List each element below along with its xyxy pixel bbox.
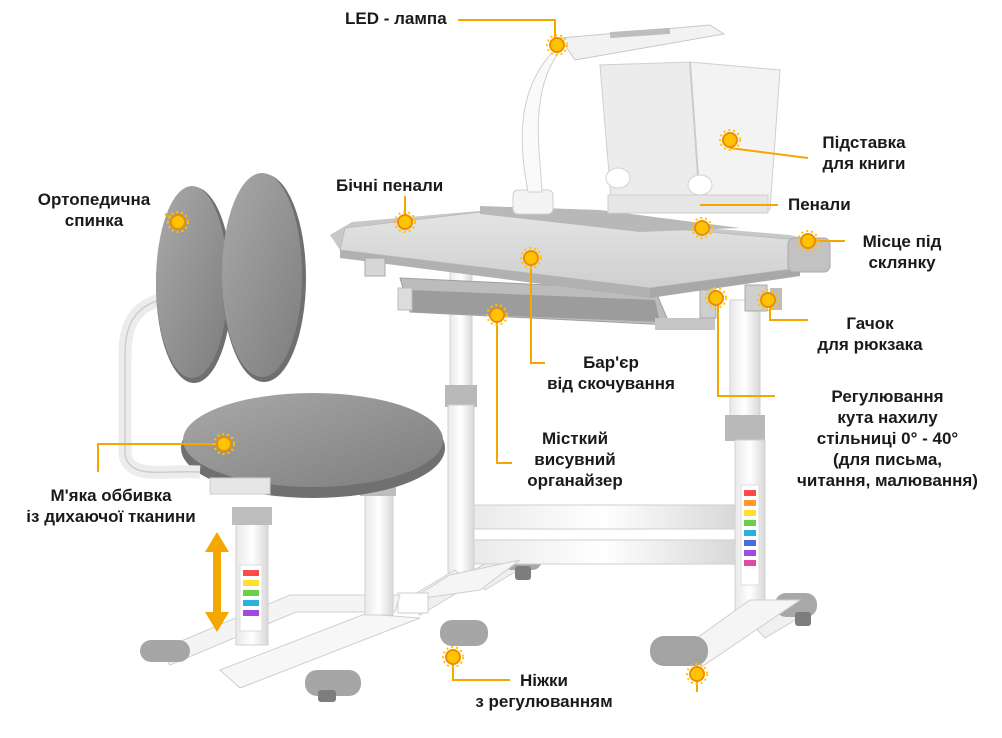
label-line: спинка xyxy=(64,211,124,230)
chair-leg-rear xyxy=(360,478,396,616)
callout-lines xyxy=(97,19,845,692)
label-line: із дихаючої тканини xyxy=(26,507,196,526)
label-line: для книги xyxy=(822,154,906,173)
label-soft-upholstery: М'яка оббивка із дихаючої тканини xyxy=(8,485,214,527)
label-anti-roll-barrier: Бар'єр від скочування xyxy=(536,352,686,394)
label-line: LED - лампа xyxy=(345,9,447,28)
label-line: Бічні пенали xyxy=(336,176,444,195)
label-line: склянку xyxy=(868,253,936,272)
label-line: Місткий xyxy=(541,429,609,448)
height-adjust-arrow xyxy=(205,532,229,632)
label-line: для рюкзака xyxy=(817,335,923,354)
label-line: стільниці 0° - 40° xyxy=(816,429,959,448)
label-tilt-adjustment: Регулювання кута нахилу стільниці 0° - 4… xyxy=(780,386,995,491)
label-line: М'яка оббивка xyxy=(50,486,172,505)
label-line: Гачок xyxy=(846,314,894,333)
label-line: Підставка xyxy=(822,133,906,152)
label-line: висувний xyxy=(534,450,616,469)
desk-foot-front-right-cap xyxy=(650,636,708,666)
label-line: з регулюванням xyxy=(475,692,613,711)
label-cup-holder: Місце під склянку xyxy=(846,231,958,273)
label-line: (для письма, xyxy=(832,450,943,469)
label-line: Ортопедична xyxy=(37,190,151,209)
label-line: Пенали xyxy=(788,195,851,214)
label-line: Регулювання xyxy=(831,387,944,406)
label-line: Ніжки xyxy=(519,671,568,690)
label-organizer: Місткий висувний органайзер xyxy=(510,428,640,491)
chair-seat xyxy=(181,393,445,498)
label-led-lamp: LED - лампа xyxy=(345,8,447,29)
label-adjustable-legs: Ніжки з регулюванням xyxy=(458,670,630,712)
label-line: Бар'єр xyxy=(583,353,639,372)
desk-leg-right xyxy=(679,299,802,669)
label-line: органайзер xyxy=(527,471,623,490)
desk-foot-rear-right xyxy=(747,593,817,639)
label-pencil-cases: Пенали xyxy=(788,194,851,215)
label-side-pencil-cases: Бічні пенали xyxy=(336,175,443,196)
label-line: від скочування xyxy=(547,374,675,393)
label-line: кута нахилу xyxy=(837,408,938,427)
label-backpack-hook: Гачок для рюкзака xyxy=(805,313,935,355)
chair-back-cushions xyxy=(156,173,306,383)
label-line: читання, малювання) xyxy=(797,471,978,490)
label-orthopedic-back: Ортопедична спинка xyxy=(20,189,168,231)
label-line: Місце під xyxy=(862,232,942,251)
chair-leg-front xyxy=(232,507,272,646)
chair-base xyxy=(140,594,488,702)
label-book-stand: Підставка для книги xyxy=(808,132,920,174)
desk-crossbar xyxy=(469,504,736,530)
book-stand xyxy=(599,61,781,214)
feature-markers xyxy=(167,34,819,685)
